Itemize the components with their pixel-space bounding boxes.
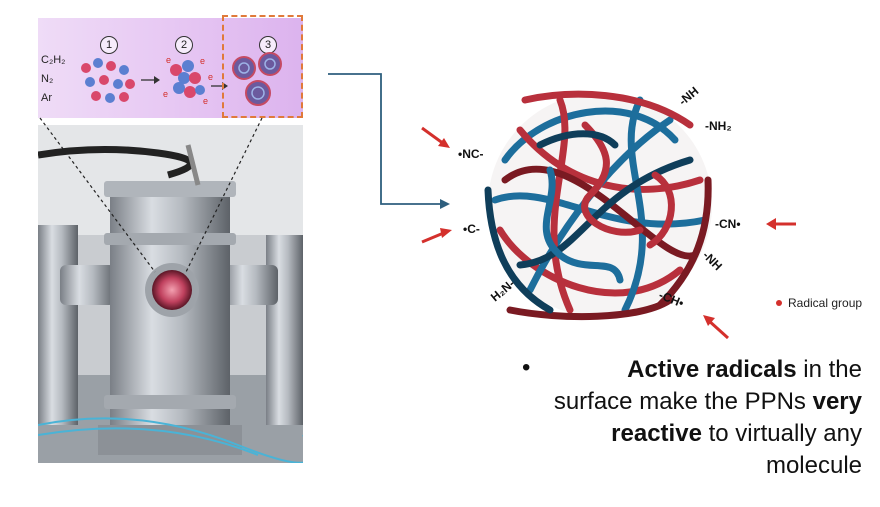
nanoparticle-diagram: •NC- •C- H₂N- -NH -NH₂ -CN• -NH -CH• bbox=[421, 84, 796, 340]
label-nh-top: -NH bbox=[676, 84, 701, 108]
bullet-text: • Active radicals in the surface make th… bbox=[460, 354, 862, 482]
plasma-molecules bbox=[170, 60, 205, 98]
label-nh2: -NH₂ bbox=[705, 119, 732, 133]
bullet-line-3: reactive to virtually any bbox=[611, 420, 862, 447]
svg-text:e: e bbox=[208, 72, 213, 82]
process-molecules: e e e e e bbox=[81, 52, 282, 106]
radical-dot-icon bbox=[776, 300, 782, 306]
electron-label: e bbox=[166, 55, 171, 65]
label-nh-right: -NH bbox=[700, 248, 725, 273]
svg-text:e: e bbox=[200, 56, 205, 66]
gas-molecules bbox=[81, 58, 135, 103]
label-nc: •NC- bbox=[458, 147, 484, 161]
bullet-line-1: Active radicals in the bbox=[627, 356, 862, 383]
polymer-nanoparticle bbox=[484, 90, 712, 321]
step-2-label: 2 bbox=[175, 36, 193, 54]
bullet-line-4: molecule bbox=[765, 452, 862, 479]
gas-label-nitrogen: N₂ bbox=[41, 73, 54, 85]
step-1-label: 1 bbox=[100, 36, 118, 54]
svg-text:e: e bbox=[163, 89, 168, 99]
svg-text:e: e bbox=[203, 96, 208, 106]
legend-label: Radical group bbox=[788, 296, 863, 310]
legend: Radical group bbox=[776, 296, 862, 310]
label-cn: -CN• bbox=[715, 217, 741, 231]
radical-arrows bbox=[421, 126, 796, 340]
bullet-line-2: surface make the PPNs very bbox=[553, 388, 862, 415]
plasma-reactor-photo bbox=[38, 125, 303, 463]
arrow-icon bbox=[421, 126, 445, 146]
step-3-highlight-box bbox=[222, 15, 303, 118]
label-c: •C- bbox=[463, 222, 480, 236]
bullet-icon: • bbox=[522, 354, 531, 381]
nanoparticle-clusters bbox=[232, 52, 282, 106]
process-strip: C₂H₂ N₂ Ar 1 2 3 e bbox=[38, 18, 303, 118]
gas-label-acetylene: C₂H₂ bbox=[41, 54, 66, 66]
gas-label-argon: Ar bbox=[41, 92, 52, 104]
arrow-icon bbox=[706, 318, 730, 340]
